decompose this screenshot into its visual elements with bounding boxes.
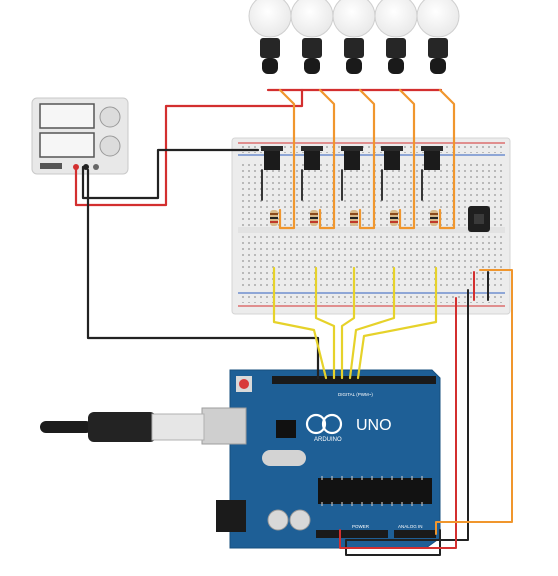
power-jack xyxy=(216,500,246,532)
sensor-module xyxy=(468,206,490,232)
wire-sensor-power xyxy=(339,297,457,549)
power-supply xyxy=(31,97,129,175)
negative-terminal xyxy=(83,164,89,170)
transistor-3 xyxy=(341,146,363,170)
current-display xyxy=(39,132,95,158)
transistor-1 xyxy=(261,146,283,170)
board-brand-text: ARDUINO xyxy=(314,437,342,443)
power-header xyxy=(316,530,388,538)
wire-bulb-2 xyxy=(318,88,336,230)
analog-header xyxy=(394,530,436,538)
atmega-chip xyxy=(318,478,432,504)
transistor-4 xyxy=(381,146,403,170)
wire-bulb-3 xyxy=(358,88,376,230)
resistor-2 xyxy=(310,210,318,226)
wire-signal-3 xyxy=(340,266,356,380)
bulb-5 xyxy=(416,0,460,74)
digital-header xyxy=(272,376,436,384)
current-knob[interactable] xyxy=(99,135,121,157)
digital-header-label: DIGITAL (PWM~) xyxy=(338,392,373,397)
bulb-4 xyxy=(374,0,418,74)
power-label: POWER xyxy=(352,524,370,529)
wire-signal-1 xyxy=(272,266,328,380)
wire-signal-2 xyxy=(314,266,336,380)
resistor-4 xyxy=(390,210,398,226)
crystal xyxy=(262,450,306,466)
usb-connector xyxy=(201,407,247,445)
board-model-text: UNO xyxy=(356,417,392,434)
transistor-5 xyxy=(421,146,443,170)
bulb-3 xyxy=(332,0,376,74)
wire-bulb-4 xyxy=(398,88,416,230)
capacitor xyxy=(289,509,311,531)
voltage-display xyxy=(39,103,95,129)
ground-terminal xyxy=(93,164,99,170)
wire-bulb-1 xyxy=(278,88,296,230)
voltage-knob[interactable] xyxy=(99,106,121,128)
bulb-1 xyxy=(248,0,292,74)
wire-sensor-signal xyxy=(435,269,513,535)
wire-ground-to-arduino xyxy=(86,168,320,380)
capacitor xyxy=(267,509,289,531)
bulb-2 xyxy=(290,0,334,74)
resistor-5 xyxy=(430,210,438,226)
arduino-uno-board: UNO ARDUINO DIGITAL (PWM~) POWER ANALOG … xyxy=(201,369,441,549)
power-switch[interactable] xyxy=(40,163,62,169)
wire-supply-positive xyxy=(74,88,304,207)
resistor-3 xyxy=(350,210,358,226)
transistor-2 xyxy=(301,146,323,170)
arduino-logo xyxy=(305,413,343,435)
wire-signal-5 xyxy=(356,266,438,380)
wire-supply-negative xyxy=(81,148,260,200)
wire-signal-4 xyxy=(348,266,396,380)
wire-bulb-5 xyxy=(438,88,456,230)
resistor-1 xyxy=(270,210,278,226)
usb-chip xyxy=(276,420,296,438)
analog-label: ANALOG IN xyxy=(398,524,423,529)
usb-cable xyxy=(40,412,205,442)
